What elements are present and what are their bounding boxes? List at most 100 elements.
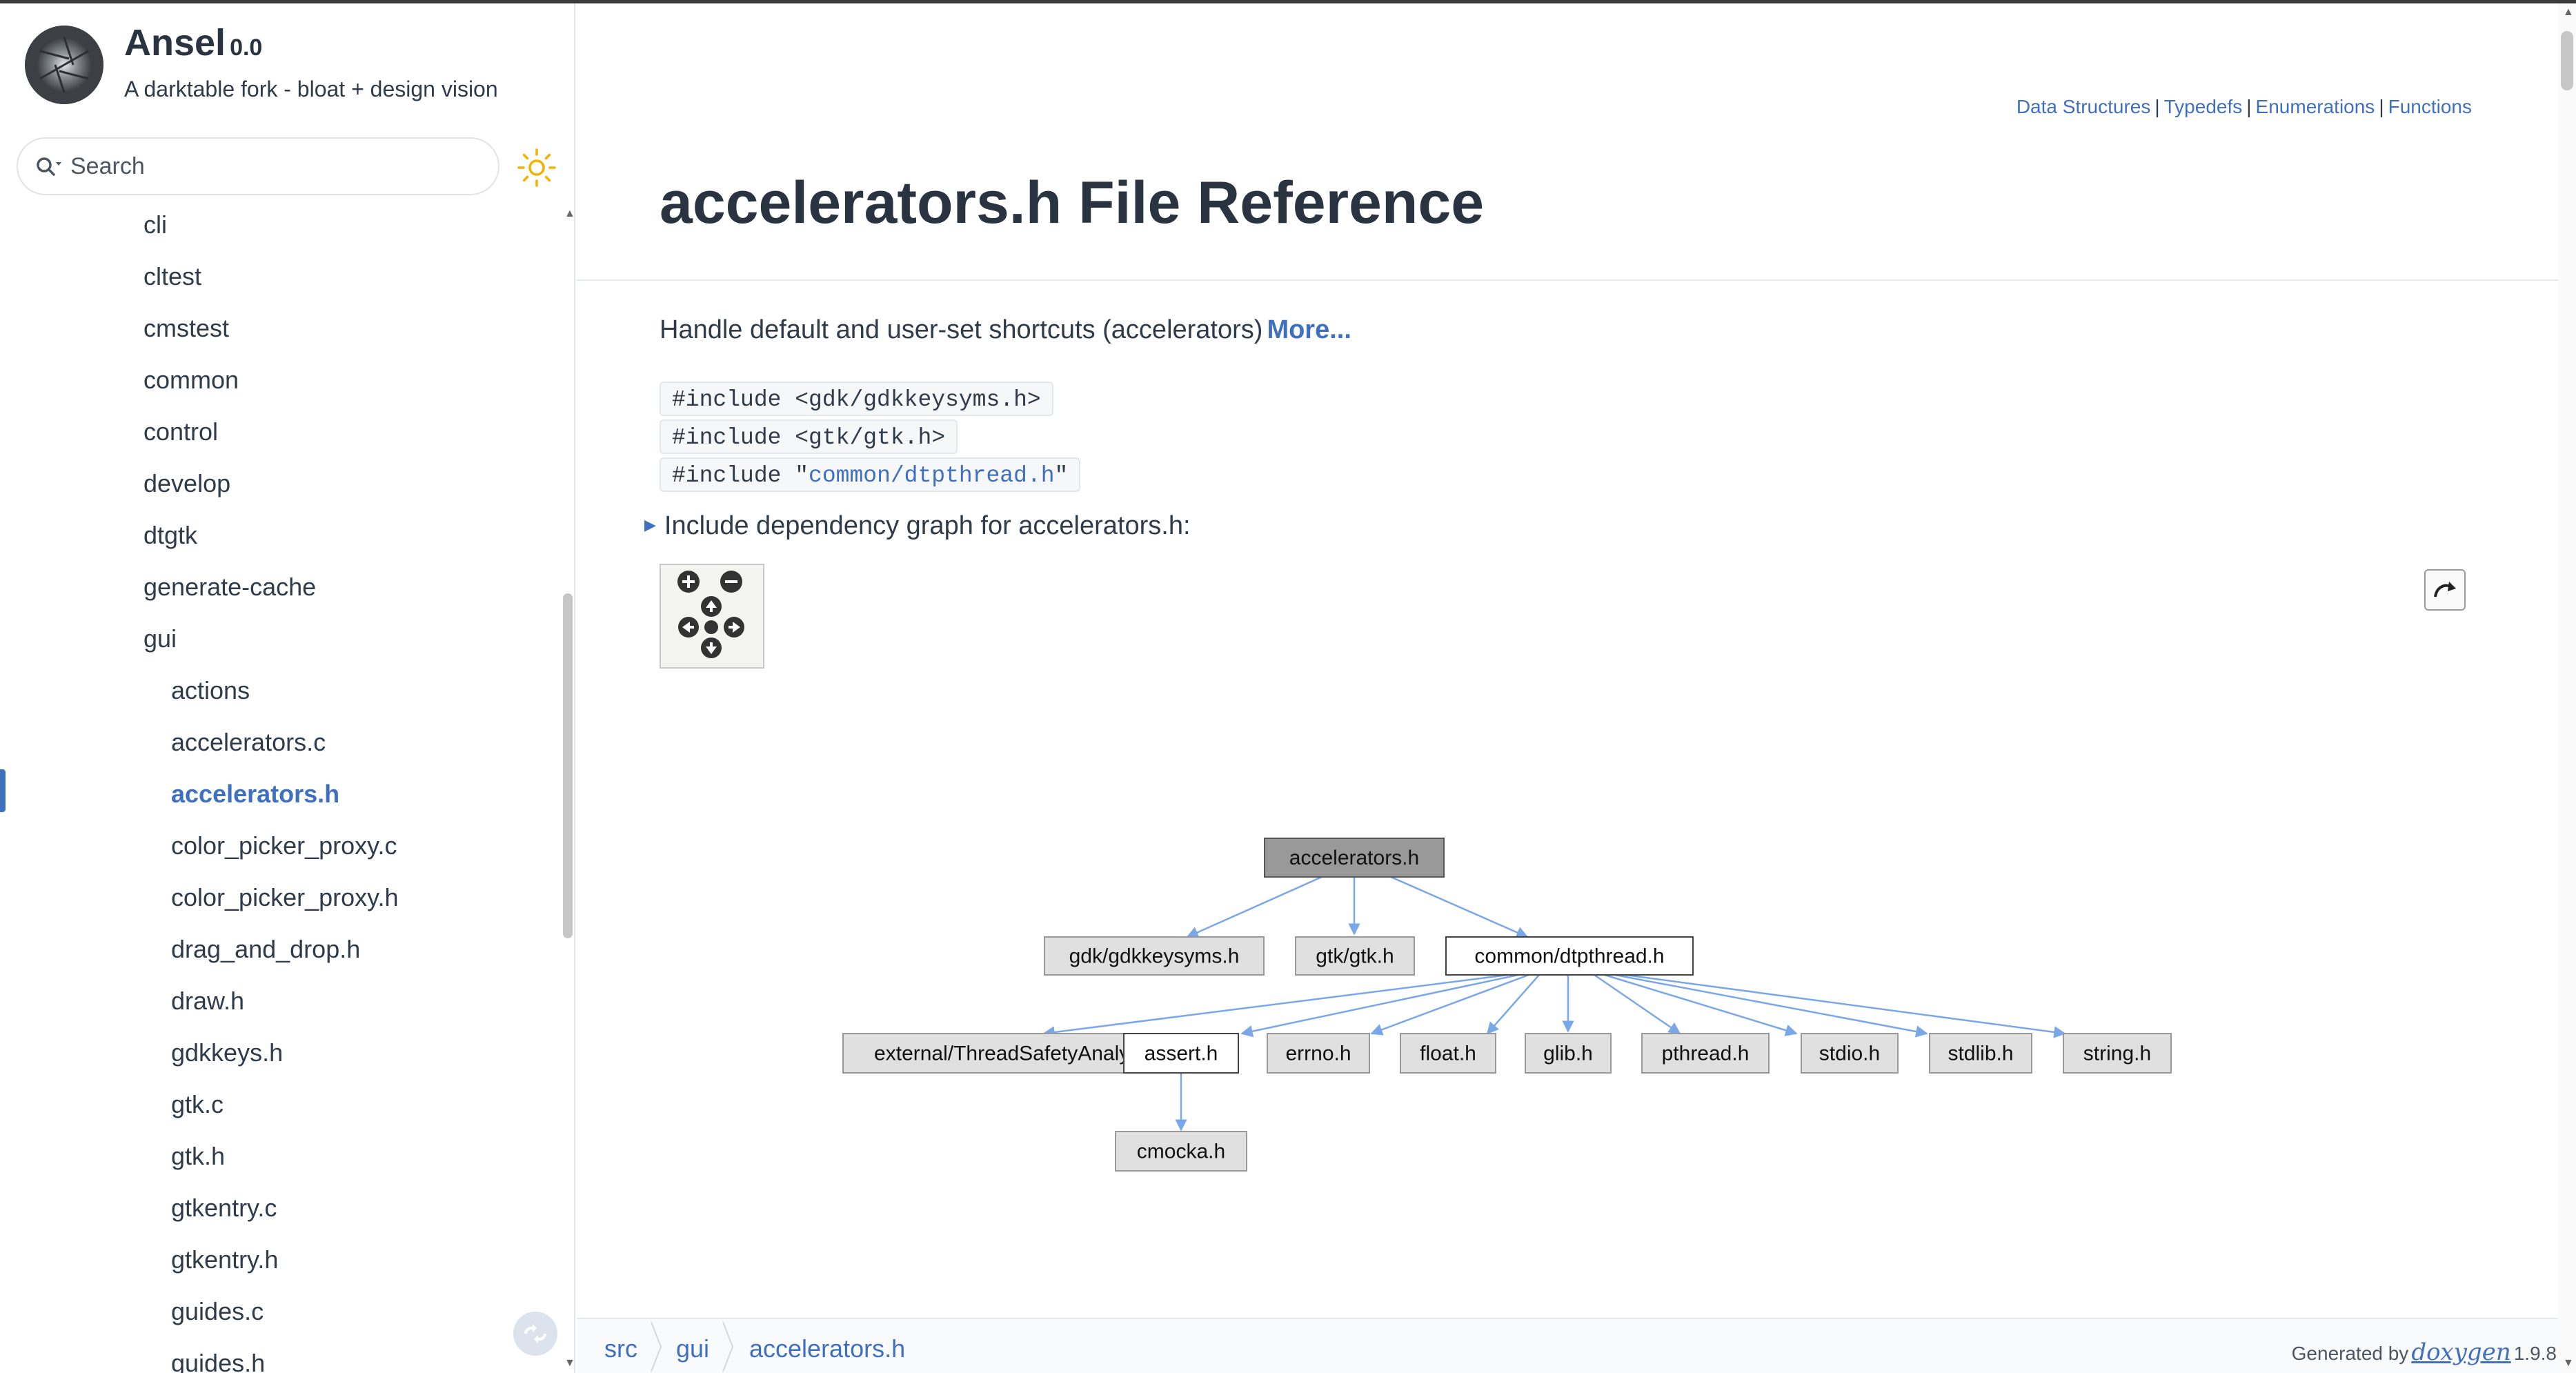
sun-icon [517,148,556,187]
sidebar-item-control[interactable]: control [143,417,219,446]
scroll-down-arrow-icon[interactable]: ▼ [564,1357,575,1369]
main-scrollbar[interactable]: ▲ ▼ [2558,3,2576,1373]
include-line: #include <gtk/gtk.h> [660,419,958,454]
generated-by-text: Generated by [2291,1343,2409,1364]
sidebar-item-color-picker-proxy-c[interactable]: color_picker_proxy.c [171,831,397,860]
graph-node-root[interactable]: accelerators.h [1264,838,1445,878]
graph-node-label: pthread.h [1662,1043,1750,1065]
include-text: #include <gtk/gtk.h> [672,425,946,451]
sidebar-item-color-picker-proxy-h[interactable]: color_picker_proxy.h [171,883,399,911]
sidebar-item-generate-cache[interactable]: generate-cache [143,573,317,601]
project-logo [25,26,103,104]
graph-node-label: errno.h [1285,1043,1351,1065]
scroll-down-arrow-icon[interactable]: ▼ [2563,1357,2574,1369]
graph-node-pthread[interactable]: pthread.h [1641,1033,1770,1074]
sidebar-item-gtk-c[interactable]: gtk.c [171,1090,224,1118]
sidebar-item-accelerators-c[interactable]: accelerators.c [171,728,326,756]
sidebar-item-draw-h[interactable]: draw.h [171,987,245,1015]
pan-left-icon[interactable] [678,617,699,638]
sidebar-scrollbar[interactable]: ▲ ▼ [562,204,575,1373]
summary-links: Data Structures|Typedefs|Enumerations|Fu… [2017,96,2472,118]
graph-node-box [1267,1033,1370,1074]
search-input[interactable] [70,152,484,180]
sidebar-item-gtkentry-c[interactable]: gtkentry.c [171,1194,277,1222]
pan-down-icon[interactable] [701,638,722,658]
sidebar-item-cltest[interactable]: cltest [143,262,202,290]
doxygen-logo-link[interactable]: doxygen [2411,1339,2511,1366]
main-content: Data Structures|Typedefs|Enumerations|Fu… [577,3,2558,1373]
dependency-graph-label: Include dependency graph for accelerator… [664,511,1191,540]
sidebar-item-gtkentry-h[interactable]: gtkentry.h [171,1245,279,1274]
include-link[interactable]: common/dtpthread.h [809,463,1055,488]
breadcrumb-separator-icon [651,1322,662,1372]
sidebar-item-drag-and-drop-h[interactable]: drag_and_drop.h [171,935,361,963]
graph-edges [1042,876,2066,1132]
sidebar-item-common[interactable]: common [143,366,239,394]
pan-reset-icon[interactable] [704,620,718,634]
graph-node-float[interactable]: float.h [1400,1033,1496,1074]
link-functions[interactable]: Functions [2388,96,2472,117]
graph-node-cmocka[interactable]: cmocka.h [1115,1131,1247,1172]
include-text: #include <gdk/gdkkeysyms.h> [672,387,1041,413]
zoom-out-icon[interactable] [720,571,742,593]
link-typedefs[interactable]: Typedefs [2163,96,2243,117]
sync-icon [524,1324,546,1343]
pan-up-icon[interactable] [701,596,722,617]
zoom-in-icon[interactable] [677,571,700,593]
sidebar-item-cmstest[interactable]: cmstest [143,314,230,342]
sidebar-item-guides-h[interactable]: guides.h [171,1349,266,1373]
breadcrumb-separator-icon [722,1322,734,1372]
graph-node-stdio[interactable]: stdio.h [1801,1033,1899,1074]
project-name-text: Ansel [124,22,226,63]
graph-node-gtk[interactable]: gtk/gtk.h [1295,936,1415,976]
sync-nav-button[interactable] [513,1312,557,1356]
theme-toggle[interactable] [516,147,557,188]
dependency-graph-toggle[interactable]: ▶ Include dependency graph for accelerato… [644,511,1191,541]
graph-expand-button[interactable] [2424,569,2466,611]
breadcrumb-accelerators-h[interactable]: accelerators.h [749,1334,906,1363]
include-line: #include <gdk/gdkkeysyms.h> [660,382,1053,416]
breadcrumb-gui[interactable]: gui [676,1334,710,1363]
sidebar-item-accelerators-h[interactable]: accelerators.h [171,780,340,808]
graph-node-box [1929,1033,2032,1074]
graph-node-label: string.h [2083,1043,2151,1065]
sidebar-scroll-thumb[interactable] [563,593,573,938]
sidebar-item-actions[interactable]: actions [171,676,250,704]
graph-node-errno[interactable]: errno.h [1267,1033,1370,1074]
sidebar-item-gtk-h[interactable]: gtk.h [171,1142,226,1170]
graph-node-dtp[interactable]: common/dtpthread.h [1445,936,1694,976]
scroll-up-arrow-icon[interactable]: ▲ [564,208,575,219]
include-text: " [1054,463,1069,488]
graph-node-label: stdlib.h [1948,1043,2013,1065]
graph-node-glib[interactable]: glib.h [1525,1033,1612,1074]
brief-text: Handle default and user-set shortcuts (a… [660,315,1263,344]
sidebar-item-gui[interactable]: gui [143,624,177,653]
selected-indicator [0,769,6,812]
main-scroll-thumb[interactable] [2561,31,2573,90]
graph-node-label: cmocka.h [1137,1140,1225,1163]
search-icon [37,157,61,176]
sidebar-item-guides-c[interactable]: guides.c [171,1297,264,1325]
breadcrumb-src[interactable]: src [604,1334,637,1363]
pan-zoom-icon [677,571,744,658]
page-title: accelerators.h File Reference [660,170,1485,236]
graph-node-box [1445,936,1694,976]
search-box[interactable] [17,137,499,195]
graph-node-box [1525,1033,1612,1074]
disclosure-triangle-icon: ▶ [644,516,656,533]
link-data-structures[interactable]: Data Structures [2016,96,2151,117]
sidebar-item-gdkkeys-h[interactable]: gdkkeys.h [171,1038,284,1067]
more-link[interactable]: More... [1267,315,1351,344]
link-enumerations[interactable]: Enumerations [2255,96,2375,117]
graph-node-string[interactable]: string.h [2063,1033,2172,1074]
sidebar-item-cli[interactable]: cli [143,210,167,239]
graph-node-box [1400,1033,1496,1074]
graph-node-assert[interactable]: assert.h [1123,1033,1239,1074]
sidebar-item-develop[interactable]: develop [143,469,231,497]
sidebar-item-dtgtk[interactable]: dtgtk [143,521,198,549]
scroll-up-arrow-icon[interactable]: ▲ [2563,6,2574,18]
graph-node-stdlib[interactable]: stdlib.h [1929,1033,2032,1074]
graph-node-gdk[interactable]: gdk/gdkkeysyms.h [1044,936,1265,976]
pan-right-icon[interactable] [724,617,744,638]
